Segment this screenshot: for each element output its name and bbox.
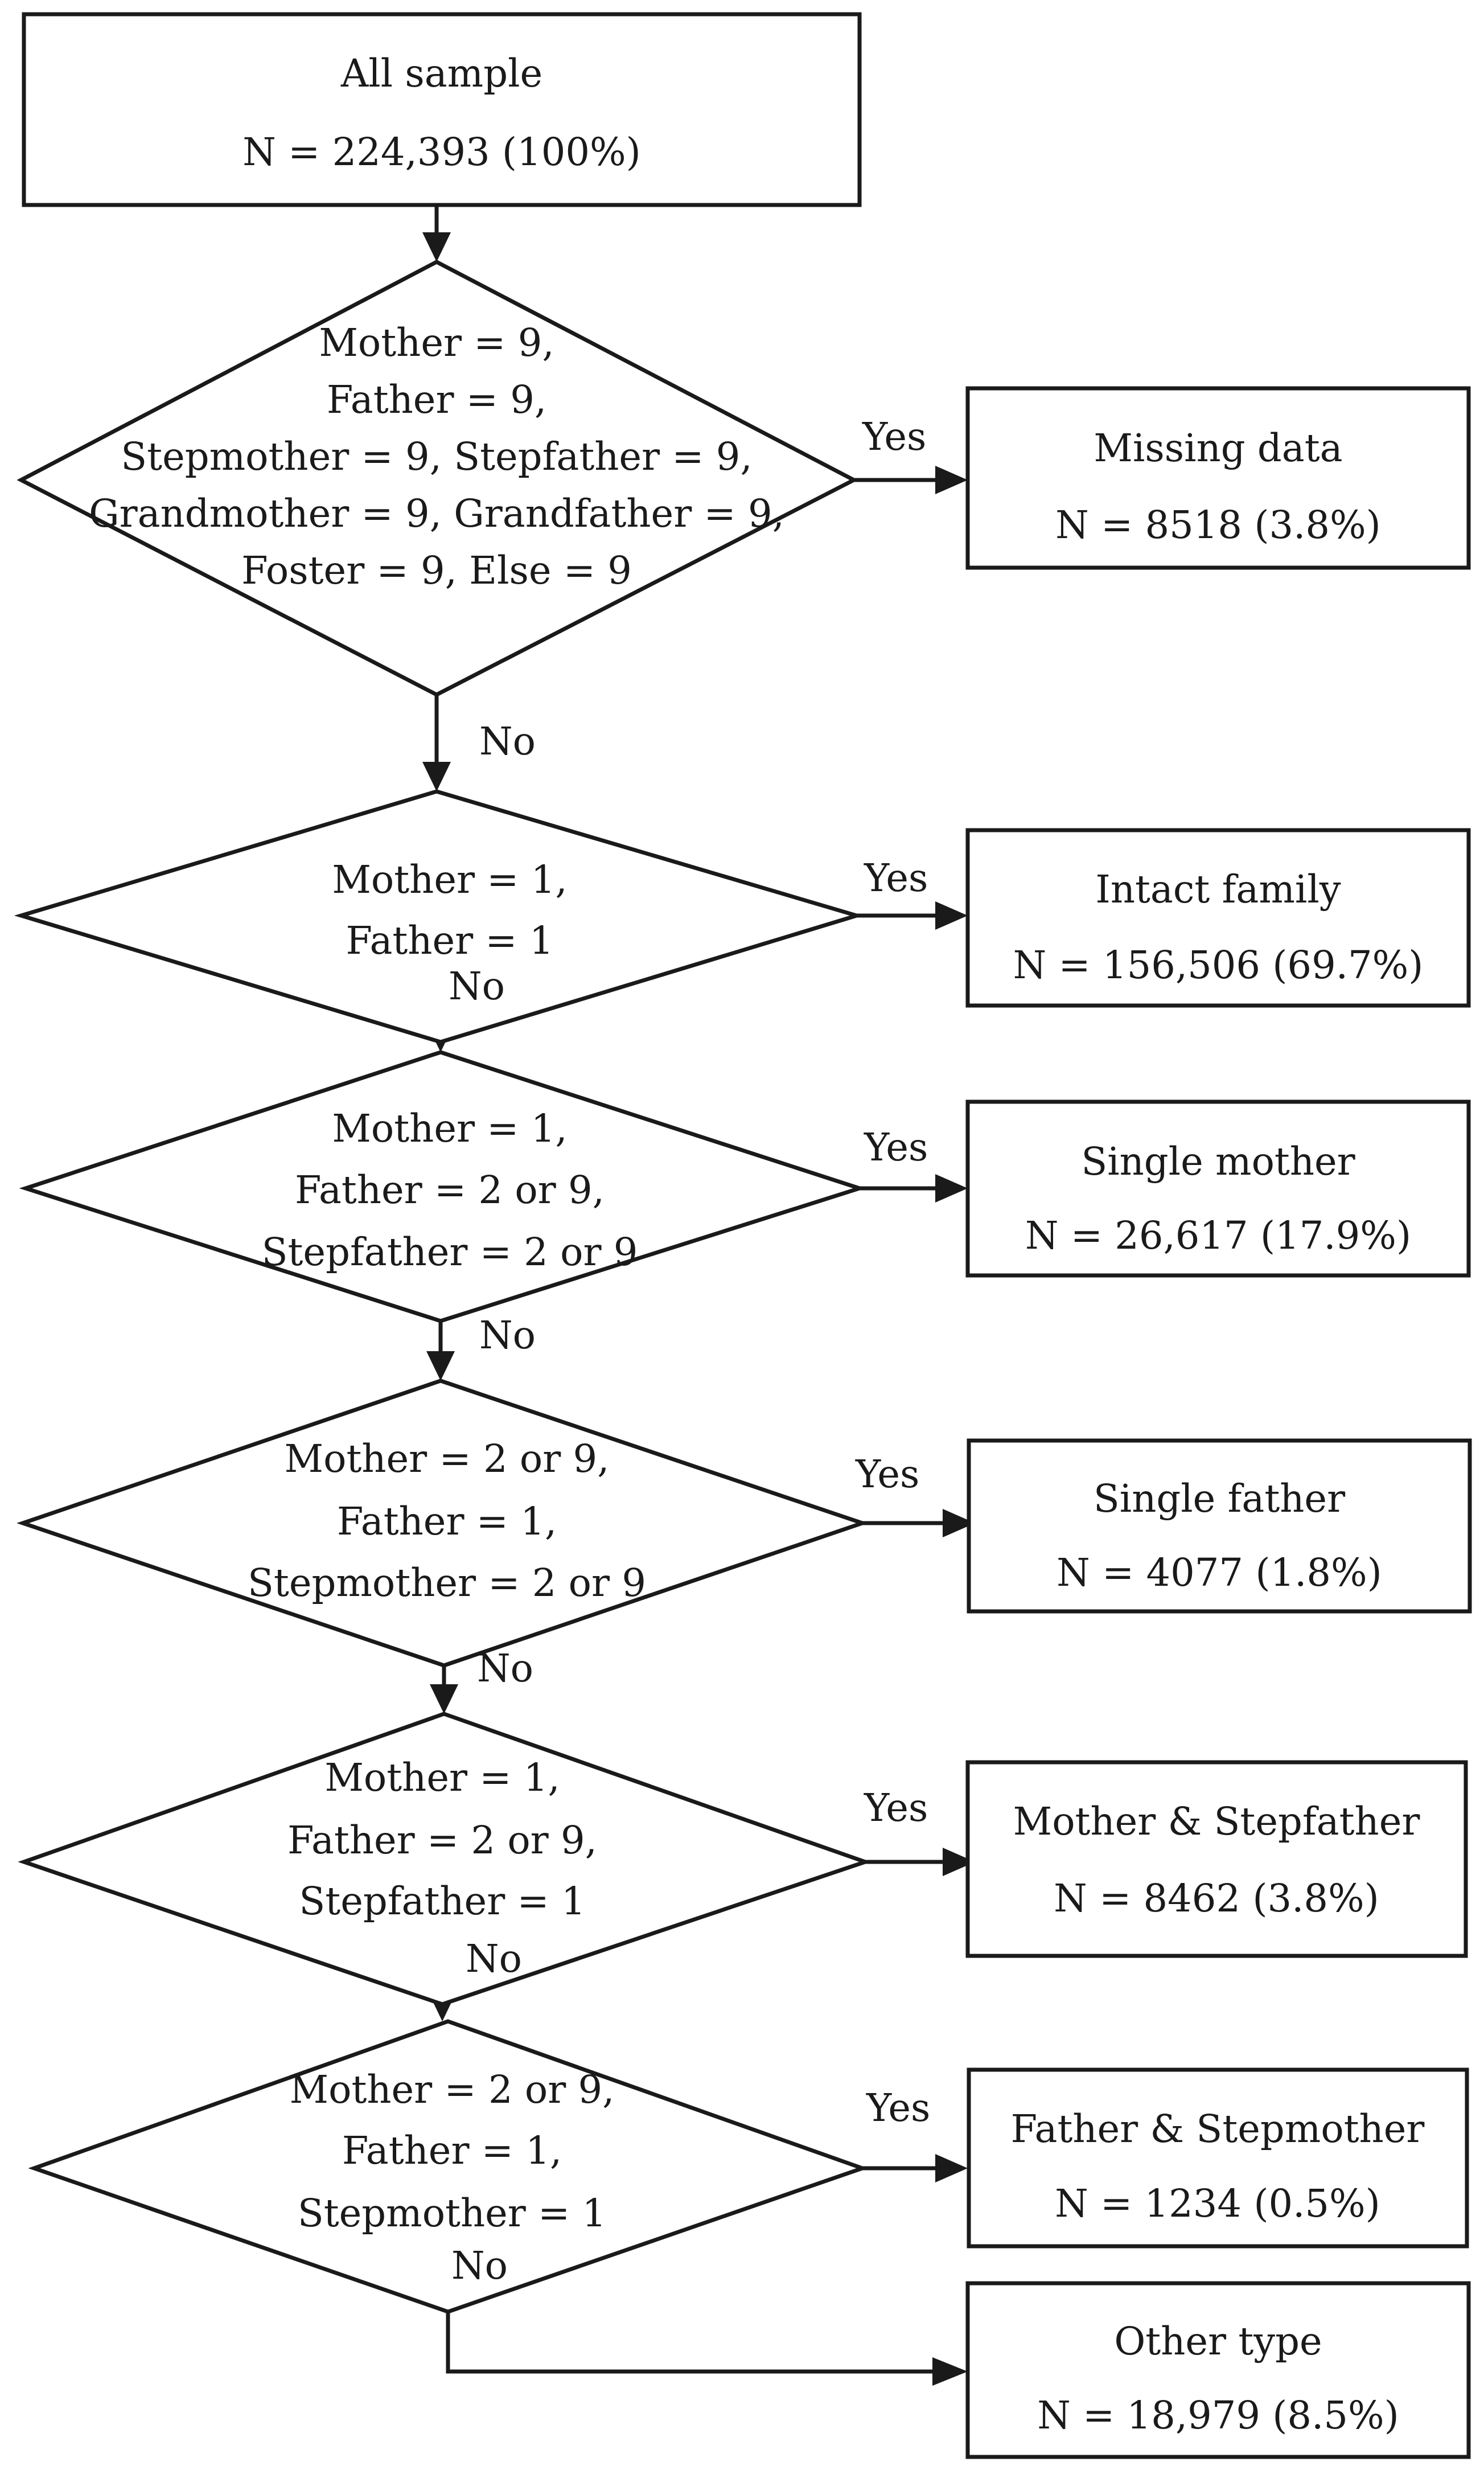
outcome-title: Intact family <box>1095 867 1341 912</box>
outcome-count: N = 1234 (0.5%) <box>1055 2181 1380 2226</box>
arrowhead <box>932 2357 968 2386</box>
no-label: No <box>479 1313 536 1357</box>
decision-mother-stepfather-check: Mother = 1, Father = 2 or 9, Stepfather … <box>18 1712 928 2007</box>
decision-condition: Mother = 2 or 9, <box>290 2067 615 2112</box>
arrowhead <box>943 1509 975 1537</box>
decision-condition: Father = 1, <box>342 2128 562 2173</box>
arrowhead <box>935 466 968 494</box>
outcome-count: N = 18,979 (8.5%) <box>1037 2393 1399 2438</box>
decision-condition: Father = 1, <box>337 1499 557 1544</box>
arrowhead <box>943 1848 975 1876</box>
arrowhead <box>430 1684 458 1714</box>
start-count: N = 224,393 (100%) <box>242 130 641 174</box>
outcome-mother-stepfather: Mother & Stepfather N = 8462 (3.8%) <box>965 1760 1468 1958</box>
arrowhead <box>422 232 451 262</box>
decision-single-father-check: Mother = 2 or 9, Father = 1, Stepmother … <box>17 1378 919 1691</box>
decision-condition: Mother = 1, <box>332 858 567 902</box>
yes-label: Yes <box>866 2086 930 2130</box>
decision-condition: Mother = 1, <box>332 1106 567 1151</box>
decision-missing-check: Mother = 9, Father = 9, Stepmother = 9, … <box>17 260 926 764</box>
decision-condition: Stepfather = 1 <box>299 1879 585 1923</box>
arrowhead <box>422 762 451 791</box>
outcome-title: Mother & Stepfather <box>1013 1799 1421 1844</box>
decision-single-mother-check: Mother = 1, Father = 2 or 9, Stepfather … <box>19 1050 928 1357</box>
no-label: No <box>449 964 505 1008</box>
outcome-missing-data: Missing data N = 8518 (3.8%) <box>965 386 1471 570</box>
decision-condition: Mother = 2 or 9, <box>285 1437 610 1481</box>
outcome-single-mother: Single mother N = 26,617 (17.9%) <box>965 1099 1471 1278</box>
outcome-count: N = 26,617 (17.9%) <box>1025 1213 1411 1258</box>
yes-label: Yes <box>864 856 928 900</box>
outcome-count: N = 8518 (3.8%) <box>1055 503 1381 547</box>
decision-condition: Stepfather = 2 or 9 <box>262 1230 638 1274</box>
decision-condition: Grandmother = 9, Grandfather = 9, <box>89 491 784 536</box>
decision-father-stepmother-check: Mother = 2 or 9, Father = 1, Stepmother … <box>28 2019 930 2314</box>
decision-condition: Father = 2 or 9, <box>287 1818 597 1862</box>
yes-label: Yes <box>864 1125 928 1170</box>
no-label: No <box>479 719 536 764</box>
arrowhead <box>935 1174 968 1203</box>
outcome-title: Missing data <box>1094 426 1342 470</box>
decision-condition: Foster = 9, Else = 9 <box>241 548 632 593</box>
start-title: All sample <box>340 51 542 96</box>
outcome-other-type: Other type N = 18,979 (8.5%) <box>965 2281 1471 2459</box>
yes-label: Yes <box>862 415 926 459</box>
no-label: No <box>477 1646 533 1691</box>
decision-condition: Mother = 9, <box>319 321 554 365</box>
decision-condition: Father = 1 <box>346 918 554 963</box>
decision-condition: Father = 9, <box>327 378 546 422</box>
outcome-count: N = 8462 (3.8%) <box>1054 1876 1379 1921</box>
decision-condition: Stepmother = 1 <box>298 2191 606 2235</box>
outcome-title: Father & Stepmother <box>1011 2107 1425 2151</box>
outcome-count: N = 156,506 (69.7%) <box>1013 943 1424 987</box>
arrowhead <box>935 901 968 930</box>
arrowhead <box>426 1351 455 1381</box>
decision-condition: Stepmother = 9, Stepfather = 9, <box>121 434 752 479</box>
decision-condition: Father = 2 or 9, <box>295 1168 605 1212</box>
outcome-count: N = 4077 (1.8%) <box>1057 1550 1382 1595</box>
decision-condition: Mother = 1, <box>324 1755 560 1800</box>
decision-intact-check: Mother = 1, Father = 1 Yes No <box>14 789 928 1044</box>
outcome-title: Single father <box>1094 1476 1346 1521</box>
decision-condition: Stepmother = 2 or 9 <box>248 1561 646 1605</box>
outcome-single-father: Single father N = 4077 (1.8%) <box>967 1438 1472 1614</box>
outcome-title: Single mother <box>1081 1139 1355 1184</box>
no-label: No <box>466 1936 522 1981</box>
outcome-intact-family: Intact family N = 156,506 (69.7%) <box>965 828 1471 1008</box>
yes-label: Yes <box>855 1452 919 1496</box>
arrowhead <box>935 2154 968 2182</box>
outcome-father-stepmother: Father & Stepmother N = 1234 (0.5%) <box>967 2067 1469 2249</box>
outcome-title: Other type <box>1114 2319 1322 2364</box>
yes-label: Yes <box>864 1786 928 1830</box>
no-label: No <box>451 2243 508 2288</box>
start-box: All sample N = 224,393 (100%) <box>22 12 862 207</box>
